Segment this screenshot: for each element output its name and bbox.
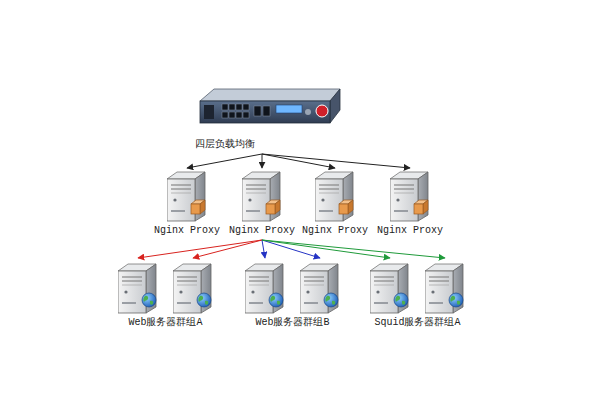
- node-label: Squid服务器群组A: [359, 316, 477, 329]
- connector-arrow: [262, 154, 335, 168]
- node-label: Nginx Proxy: [226, 224, 299, 237]
- node-label: Web服务器群组A: [107, 316, 225, 329]
- proxy-server: Nginx Proxy: [299, 168, 372, 239]
- node-label: Web服务器群组B: [234, 316, 352, 329]
- server-group: Web服务器群组B: [234, 258, 352, 331]
- connector-arrow: [193, 240, 262, 258]
- connector-arrow: [262, 240, 390, 258]
- connector-arrow: [187, 154, 262, 168]
- connector-arrow: [262, 240, 265, 258]
- load-balancer-device: [200, 89, 340, 123]
- server-group: Web服务器群组A: [107, 258, 225, 331]
- proxy-server-icons: [167, 172, 428, 221]
- load-balancer: 四层负载均衡: [195, 86, 335, 153]
- node-label: Nginx Proxy: [151, 224, 224, 237]
- node-label: Nginx Proxy: [299, 224, 372, 237]
- connector-arrow: [262, 240, 445, 258]
- server-group: Squid服务器群组A: [359, 258, 477, 331]
- node-label: Nginx Proxy: [374, 224, 447, 237]
- proxy-server: Nginx Proxy: [226, 168, 299, 239]
- connector-arrow: [262, 154, 263, 168]
- backend-server-icons: [118, 264, 463, 313]
- proxy-server: Nginx Proxy: [374, 168, 447, 239]
- node-label: 四层负载均衡: [195, 138, 335, 151]
- connector-arrow: [262, 154, 410, 168]
- connector-arrow: [138, 240, 262, 258]
- proxy-server: Nginx Proxy: [151, 168, 224, 239]
